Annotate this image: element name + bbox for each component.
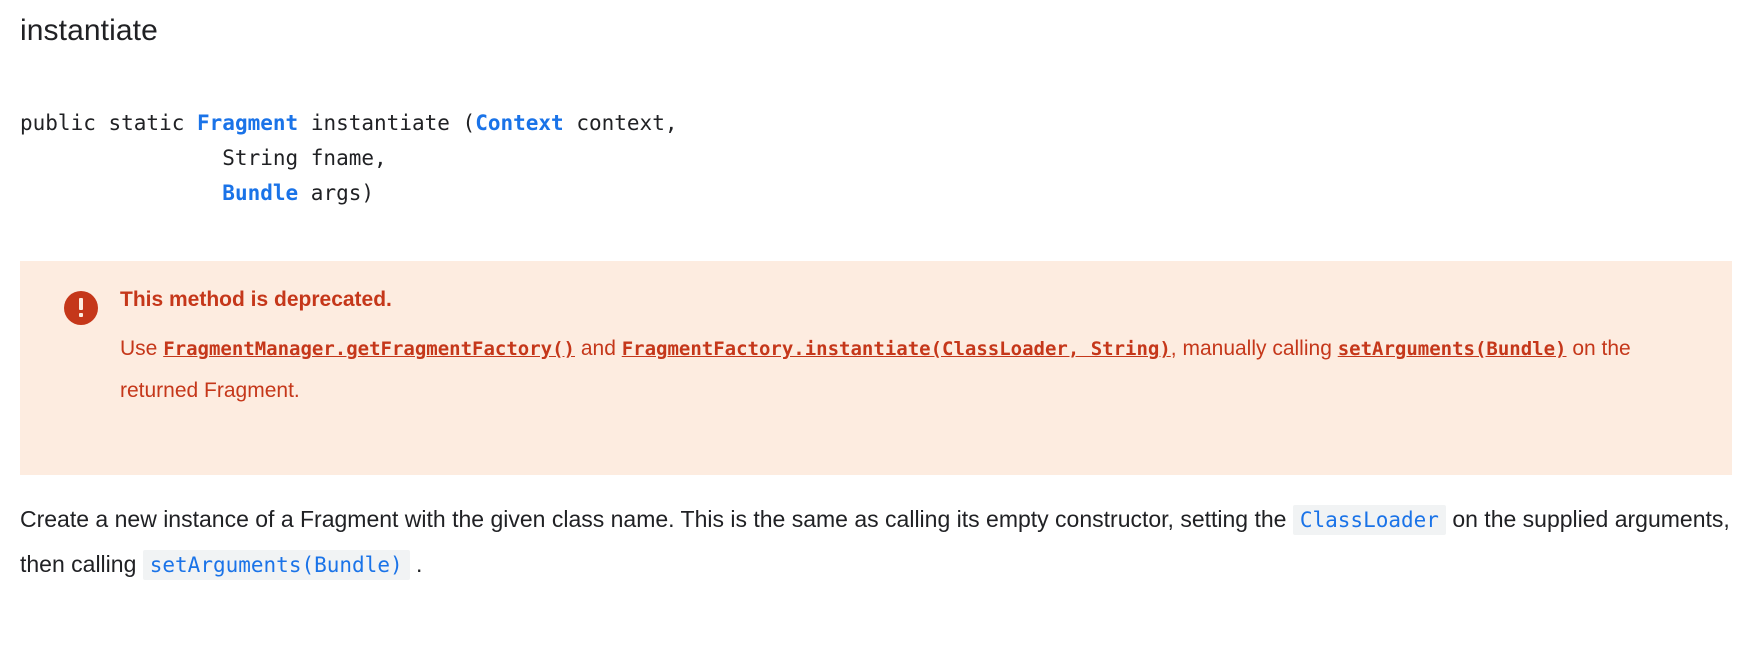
- signature-modifiers: public static: [20, 111, 198, 135]
- warning-exclamation-icon: [64, 291, 98, 325]
- signature-param-context: context,: [563, 111, 678, 135]
- deprecation-text: Use FragmentManager.getFragmentFactory()…: [120, 328, 1702, 412]
- deprecation-text-comma: , manually calling: [1170, 337, 1338, 361]
- description-part-3: .: [409, 551, 423, 577]
- code-chip-classloader: ClassLoader: [1292, 505, 1446, 535]
- link-fragmentfactory-instantiate[interactable]: FragmentFactory.instantiate(ClassLoader,…: [621, 338, 1171, 361]
- deprecation-banner: This method is deprecated. Use FragmentM…: [20, 261, 1732, 475]
- description-part-1: Create a new instance of a Fragment with…: [20, 506, 1293, 532]
- page-title: instantiate: [20, 14, 158, 47]
- deprecation-heading: This method is deprecated.: [120, 288, 392, 311]
- link-setarguments-bundle[interactable]: setArguments(Bundle): [1337, 338, 1567, 361]
- signature-param-type-context[interactable]: Context: [475, 111, 564, 135]
- description-part-2: on the supplied arguments, then calling: [20, 506, 1730, 577]
- deprecation-text-and: and: [575, 337, 622, 361]
- signature-param-type-bundle[interactable]: Bundle: [222, 181, 299, 205]
- signature-param-args: args): [298, 181, 375, 205]
- signature-line3-indent: [20, 181, 222, 205]
- method-description: Create a new instance of a Fragment with…: [20, 497, 1740, 587]
- link-fragmentmanager-getfragmentfactory[interactable]: FragmentManager.getFragmentFactory(): [163, 338, 575, 361]
- signature-return-type[interactable]: Fragment: [197, 111, 299, 135]
- deprecation-text-use: Use: [120, 337, 164, 361]
- deprecation-text-tail: on the returned Fragment.: [120, 337, 1631, 403]
- deprecation-banner-body: This method is deprecated. Use FragmentM…: [120, 287, 1702, 412]
- signature-method-name: instantiate (: [298, 111, 476, 135]
- signature-param-fname: String fname,: [20, 146, 387, 170]
- code-chip-setarguments: setArguments(Bundle): [142, 550, 410, 580]
- method-signature: public static Fragment instantiate (Cont…: [20, 106, 1740, 211]
